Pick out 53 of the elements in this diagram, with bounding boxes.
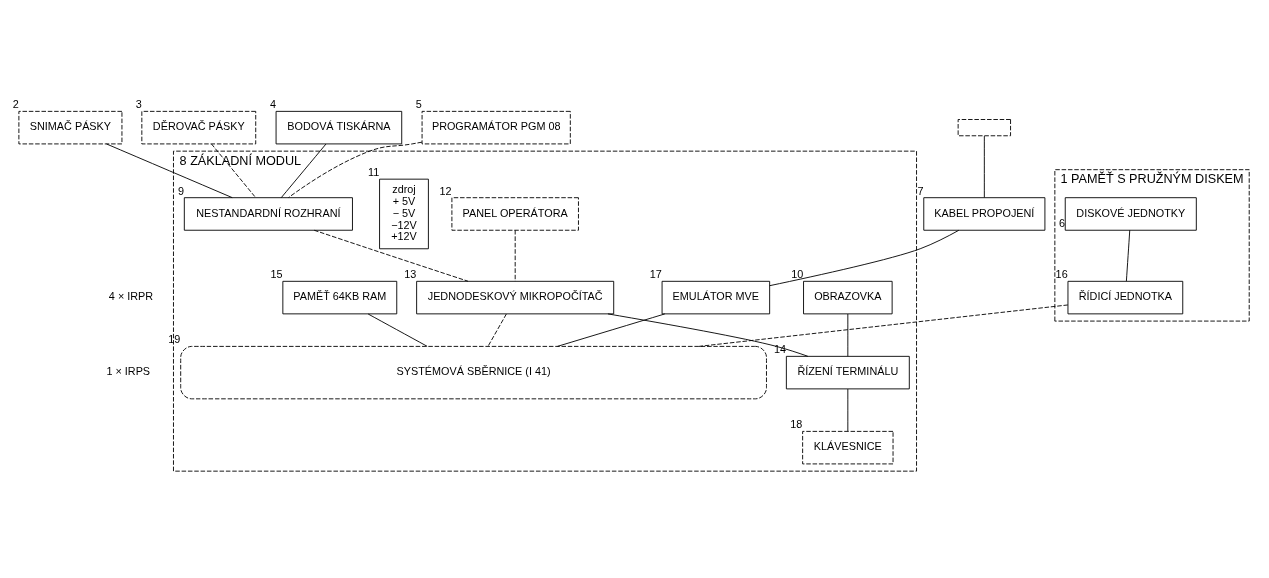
node-label: 11 — [368, 166, 380, 179]
connector — [847, 313, 849, 357]
connector — [367, 313, 428, 347]
node-label: 13 — [404, 268, 417, 281]
node-label: 15 — [270, 268, 283, 281]
node-box: PAMĚŤ 64KB RAM — [282, 280, 398, 315]
node-label: 19 — [168, 333, 181, 346]
connector — [288, 141, 423, 198]
connector — [211, 143, 257, 199]
connector — [983, 135, 985, 198]
connector — [280, 143, 327, 199]
node-box: KLÁVESNICE — [802, 430, 894, 465]
connector — [487, 313, 507, 347]
node-box: DĚROVAČ PÁSKY — [141, 110, 257, 145]
node-box: ŘÍZENÍ TERMINÁLU — [785, 355, 910, 390]
node-box: JEDNODESKOVÝ MIKROPOČÍTAČ — [416, 280, 615, 315]
node-label: 2 — [12, 98, 19, 111]
node-box — [957, 119, 1011, 137]
node-label: 6 — [1059, 217, 1066, 230]
node-label: 12 — [439, 184, 452, 197]
node-box: PROGRAMÁTOR PGM 08 — [421, 110, 571, 145]
connector — [847, 388, 849, 432]
node-box: NESTANDARDNÍ ROZHRANÍ — [183, 197, 353, 231]
node-box: SNIMAČ PÁSKY — [18, 110, 123, 145]
label: 4 × IRPR — [108, 290, 154, 303]
connector — [514, 229, 516, 282]
node-box: SYSTÉMOVÁ SBĚRNICE (I 41) — [180, 345, 767, 400]
connector — [313, 229, 469, 282]
node-box: KABEL PROPOJENÍ — [923, 197, 1046, 231]
connector — [106, 143, 233, 199]
node-box: ŘÍDICÍ JEDNOTKA — [1067, 280, 1184, 315]
connector — [607, 313, 809, 357]
node-label: 5 — [415, 98, 422, 111]
connector — [557, 313, 666, 347]
node-label: 3 — [135, 98, 142, 111]
node-label: 10 — [791, 268, 804, 281]
label: 1 × IRPS — [106, 365, 151, 378]
node-box: PANEL OPERÁTORA — [451, 197, 579, 231]
node-label: 9 — [178, 184, 185, 197]
node-label: 7 — [917, 184, 924, 197]
node-box: zdroj + 5V − 5V −12V +12V — [379, 178, 429, 250]
connector — [698, 304, 1069, 347]
node-label: 18 — [790, 418, 803, 431]
node-box: DISKOVÉ JEDNOTKY — [1064, 197, 1197, 231]
node-label: 16 — [1055, 268, 1068, 281]
node-label: 4 — [269, 98, 276, 111]
node-label: 14 — [774, 343, 787, 356]
node-box: BODOVÁ TISKÁRNA — [275, 110, 403, 145]
connector — [769, 229, 960, 287]
node-label: 17 — [649, 268, 662, 281]
node-box: EMULÁTOR MVE — [661, 280, 771, 315]
node-box: OBRAZOVKA — [803, 280, 893, 315]
connector — [1125, 229, 1131, 282]
